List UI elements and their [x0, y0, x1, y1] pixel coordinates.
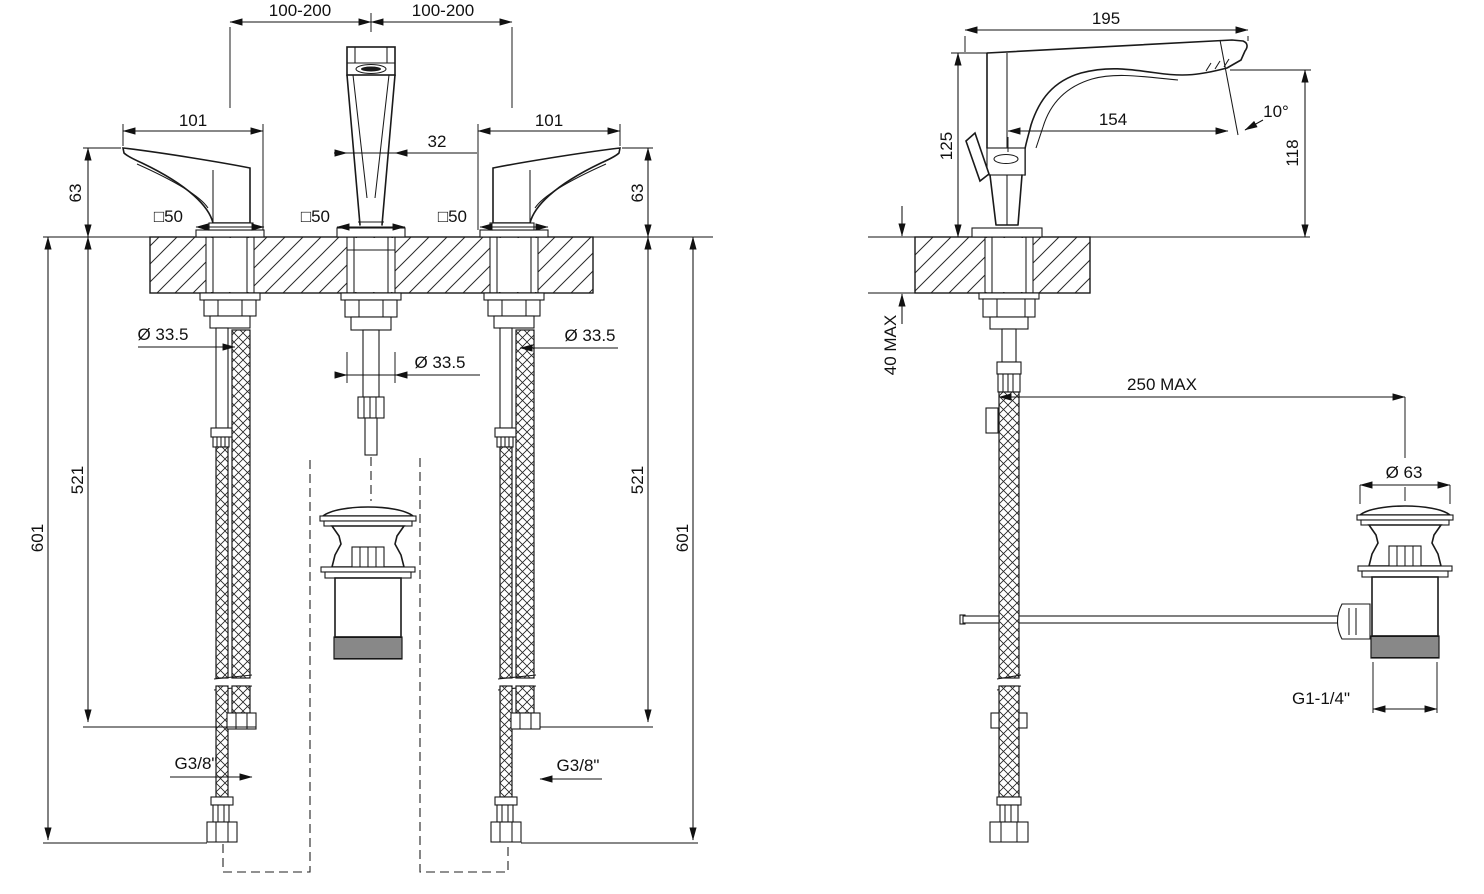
- dim-label-hole-dia-left: Ø 33.5: [137, 325, 188, 344]
- dim-label-overall-length-right: 601: [673, 524, 692, 552]
- dim-label-hose-length-right: 521: [628, 466, 647, 494]
- popup-waste-side: [1356, 505, 1454, 659]
- dim-label-height-above-deck: 125: [937, 132, 956, 160]
- dim-label-spout-reach: 154: [1099, 110, 1127, 129]
- dim-label-handle-length-right: 101: [535, 111, 563, 130]
- dim-label-popup-rod-reach: 250 MAX: [1127, 375, 1197, 394]
- dim-label-spout-overall: 195: [1092, 9, 1120, 28]
- dim-label-waste-thread: G1-1/4": [1292, 689, 1350, 708]
- dim-spout-width: 32: [334, 132, 477, 157]
- dim-popup-rod-reach: 250 MAX: [998, 375, 1406, 501]
- valve-unit-right: [479, 229, 549, 843]
- popup-waste-side-port: [1336, 603, 1371, 640]
- valve-unit-left: [195, 229, 265, 843]
- label-supply-thread-left: G3/8": [175, 754, 218, 773]
- dim-label-deck-thickness: 40 MAX: [881, 315, 900, 375]
- dim-spout-reach: 154 10°: [1007, 39, 1289, 152]
- handle-left: [121, 147, 254, 231]
- dim-hole-spacing: 100-200 100-200: [229, 1, 513, 108]
- callout-supply-threads: G3/8" G3/8": [170, 754, 602, 783]
- dim-hole-diameters: Ø 33.5 Ø 33.5 Ø 33.5: [137, 325, 618, 383]
- handle-right: [489, 147, 622, 231]
- dim-waste-thread: G1-1/4": [1292, 662, 1438, 713]
- countertop-side: [868, 236, 1310, 294]
- dim-height-above-deck: 125: [937, 52, 989, 238]
- dim-label-base-square-right: □50: [438, 207, 467, 226]
- lever-side: [965, 131, 990, 183]
- dim-label-spout-angle: 10°: [1263, 102, 1289, 121]
- dim-base-squares: □50 □50 □50: [154, 207, 549, 231]
- front-view: 100-200 100-200 101 101 32 63 63 □50 □50…: [28, 1, 713, 873]
- dim-label-hole-spacing-left: 100-200: [269, 1, 331, 20]
- dim-label-waste-cap-dia: Ø 63: [1386, 463, 1423, 482]
- spout-front: [346, 46, 396, 226]
- dim-handle-height: 63 63: [66, 147, 653, 238]
- dim-outlet-height: 118: [1230, 69, 1311, 238]
- dim-spout-overall: 195: [964, 9, 1249, 52]
- dim-handle-length: 101 101: [122, 111, 621, 230]
- dashed-outline-left: [222, 458, 311, 873]
- dim-label-base-square-left: □50: [154, 207, 183, 226]
- side-view: 195 125 154 10° 118 40 MAX 250 MAX Ø 63: [868, 9, 1454, 843]
- dim-hose-lengths: 521 601 521 601: [28, 236, 698, 844]
- dim-label-outlet-height: 118: [1283, 139, 1302, 166]
- dim-label-handle-length-left: 101: [179, 111, 207, 130]
- dashed-outline-right: [419, 458, 509, 873]
- dim-label-hose-length-left: 521: [68, 466, 87, 494]
- dim-label-overall-length-left: 601: [28, 524, 47, 552]
- shank-and-hose-side: [978, 292, 1040, 843]
- popup-waste-front: [319, 506, 417, 660]
- dim-label-base-square-center: □50: [301, 207, 330, 226]
- dim-label-hole-dia-right: Ø 33.5: [564, 326, 615, 345]
- dim-deck-thickness: 40 MAX: [881, 206, 906, 375]
- dim-waste-cap-dia: Ø 63: [1359, 463, 1451, 504]
- dim-label-hole-dia-center: Ø 33.5: [414, 353, 465, 372]
- dim-label-spout-width: 32: [428, 132, 447, 151]
- dim-label-hole-spacing-right: 100-200: [412, 1, 474, 20]
- dim-label-handle-height-right: 63: [628, 184, 647, 203]
- label-supply-thread-right: G3/8": [557, 756, 600, 775]
- spout-unit-below-deck: [336, 227, 406, 501]
- dim-label-handle-height-left: 63: [66, 184, 85, 203]
- spout-side: [965, 39, 1248, 238]
